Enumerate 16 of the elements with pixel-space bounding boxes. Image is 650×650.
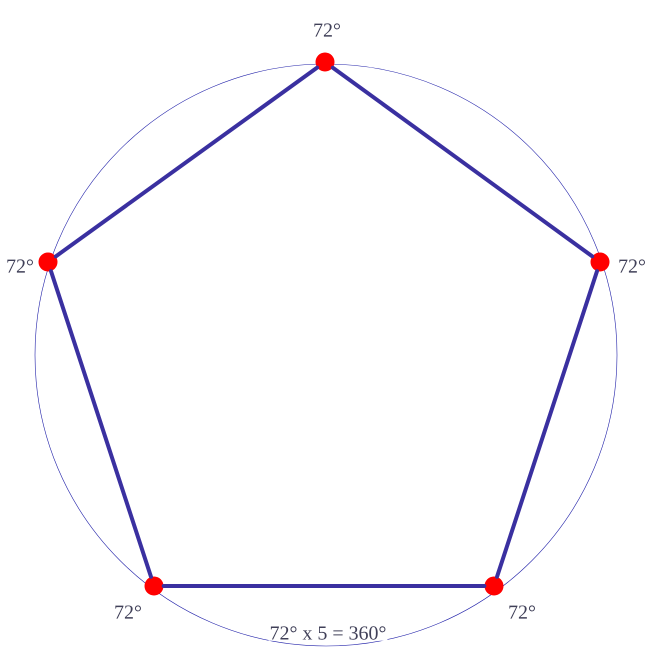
pentagon-side: [54, 66, 320, 258]
vertex-dot: [144, 576, 164, 596]
angle-label: 72°: [314, 23, 340, 37]
angle-label: 72°: [115, 605, 141, 619]
angle-label: 72°: [509, 605, 535, 619]
vertex-dot: [38, 252, 58, 272]
angle-label: 72°: [7, 259, 33, 273]
pentagon-side: [330, 66, 594, 258]
pentagon-side: [162, 584, 486, 588]
sum-note: 72° x 5 = 360°: [268, 625, 388, 641]
vertex-dot: [484, 576, 504, 596]
pentagon-side: [495, 269, 599, 579]
vertex-dot: [590, 252, 610, 272]
vertex-dot: [316, 52, 334, 72]
angle-label: 72°: [619, 259, 645, 273]
pentagon-side: [49, 269, 153, 579]
